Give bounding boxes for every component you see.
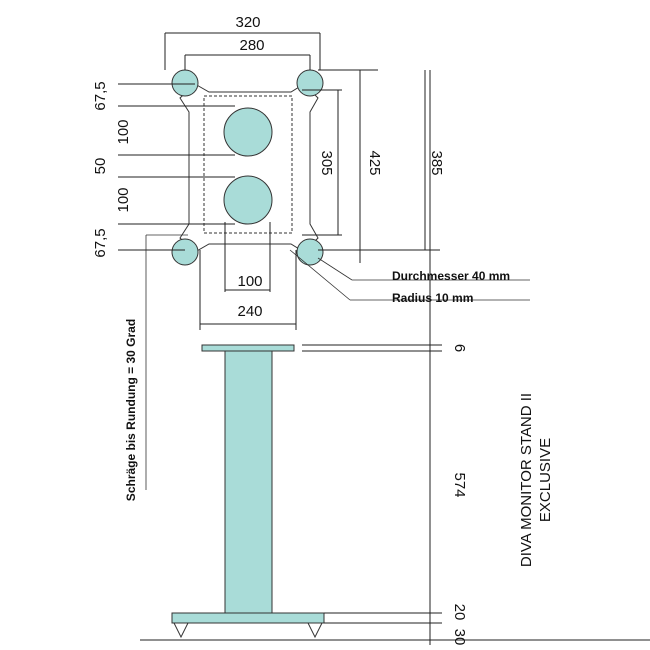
- drawing-title: DIVA MONITOR STAND II EXCLUSIVE: [518, 393, 554, 567]
- dim-bottom-plate-width: 240: [237, 303, 262, 320]
- title-line-1: DIVA MONITOR STAND II: [518, 393, 535, 567]
- side-column: [224, 350, 273, 614]
- inner-dashed-rect: [203, 95, 293, 234]
- dim-top-width-inner: 280: [239, 37, 264, 54]
- title-line-2: EXCLUSIVE: [537, 438, 554, 522]
- column-hole-upper: [223, 107, 273, 157]
- label-radius: Radius 10 mm: [392, 291, 473, 305]
- side-top-plate: [201, 344, 295, 352]
- label-bevel: Schräge bis Rundung = 30 Grad: [124, 319, 138, 501]
- dim-left-top: 67,5: [92, 81, 109, 110]
- spike-right: [307, 622, 323, 639]
- right-dimensions: 305 425 385: [302, 69, 445, 263]
- corner-disc-bottom-left: [171, 238, 199, 266]
- corner-disc-bottom-right: [296, 238, 324, 266]
- dim-left-hole-upper: 100: [115, 119, 132, 144]
- spike-left: [173, 622, 189, 639]
- dim-right-mid: 425: [366, 150, 383, 175]
- top-plate-view: [171, 69, 324, 266]
- label-diameter: Durchmesser 40 mm: [392, 269, 510, 283]
- dim-top-plate-thickness: 6: [451, 344, 468, 352]
- side-dimensions: 6 574 20 30: [302, 70, 468, 645]
- bottom-dimensions: 100 240: [199, 222, 297, 330]
- dim-top-width-outer: 320: [235, 14, 260, 31]
- column-hole-lower: [223, 175, 273, 225]
- dim-right-outer: 385: [428, 150, 445, 175]
- corner-disc-top-right: [296, 69, 324, 97]
- dim-spike-height: 30: [451, 629, 468, 646]
- corner-disc-top-left: [171, 69, 199, 97]
- dim-bottom-hole-spacing: 100: [237, 273, 262, 290]
- dim-left-hole-lower: 100: [115, 187, 132, 212]
- dim-left-gap: 50: [92, 158, 109, 175]
- side-base-plate: [171, 612, 325, 624]
- callouts: Durchmesser 40 mm Radius 10 mm Schräge b…: [124, 234, 530, 501]
- dim-right-inner: 305: [318, 150, 335, 175]
- dim-left-bottom: 67,5: [92, 228, 109, 257]
- left-dimensions: 67,5 100 50 100 67,5: [92, 81, 235, 258]
- dim-base-thickness: 20: [451, 604, 468, 621]
- side-view: [140, 344, 650, 641]
- top-dimensions: 320 280: [164, 14, 321, 70]
- dim-column-height: 574: [451, 472, 468, 497]
